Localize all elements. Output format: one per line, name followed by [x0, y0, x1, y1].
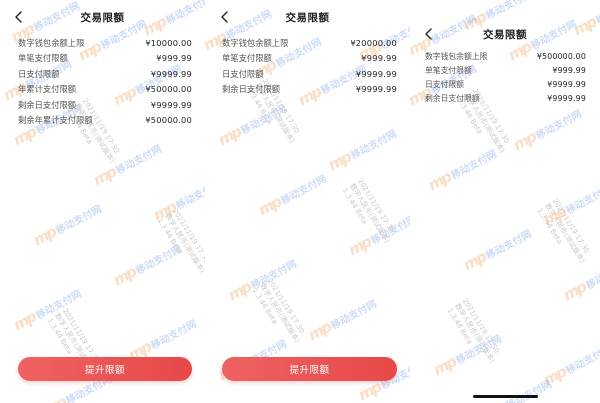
- row-label: 日支付限额: [18, 68, 60, 79]
- row-label: 年累计支付限额: [18, 84, 77, 95]
- limit-row-daily-payment: 日支付限额 ¥9999.99: [222, 66, 397, 82]
- back-button[interactable]: [10, 9, 26, 25]
- row-label: 单笔支付限额: [222, 53, 272, 64]
- chevron-left-icon: [14, 11, 22, 23]
- row-value: ¥50000.00: [145, 115, 192, 126]
- limit-row-single-payment: 单笔支付限额 ¥999.99: [425, 63, 586, 77]
- limits-list: 数字钱包余额上限 ¥10000.00 单笔支付限额 ¥999.99 日支付限额 ¥99…: [0, 35, 205, 128]
- limit-row-daily-payment: 日支付限额 ¥9999.99: [425, 77, 586, 91]
- row-value: ¥999.99: [361, 53, 397, 64]
- row-label: 单笔支付限额: [18, 53, 68, 64]
- back-button[interactable]: [420, 26, 436, 42]
- row-label: 剩余年累计支付限额: [18, 115, 93, 126]
- limit-row-annual-payment: 年累计支付限额 ¥50000.00: [18, 82, 192, 98]
- limit-row-remaining-annual: 剩余年累计支付限额 ¥50000.00: [18, 113, 192, 129]
- row-label: 数字钱包余额上限: [18, 37, 85, 48]
- row-value: ¥10000.00: [145, 37, 192, 48]
- page-title: 交易限额: [483, 28, 527, 41]
- row-value: ¥9999.99: [150, 99, 192, 110]
- row-label: 剩余日支付限额: [425, 93, 480, 103]
- row-value: ¥999.99: [156, 53, 192, 64]
- row-value: ¥9999.99: [150, 68, 192, 79]
- nav-header: 交易限额: [205, 7, 410, 27]
- limit-row-wallet-balance-cap: 数字钱包余额上限 ¥20000.00: [222, 35, 397, 51]
- nav-header: 交易限额: [0, 7, 205, 27]
- back-button[interactable]: [216, 9, 232, 25]
- home-indicator[interactable]: [473, 395, 538, 398]
- row-value: ¥50000.00: [145, 84, 192, 95]
- row-label: 日支付限额: [222, 68, 264, 79]
- limits-list: 数字钱包余额上限 ¥20000.00 单笔支付限额 ¥999.99 日支付限额 ¥99…: [205, 35, 410, 97]
- limit-row-remaining-daily: 剩余日支付限额 ¥9999.99: [18, 97, 192, 113]
- row-label: 剩余日支付限额: [222, 84, 281, 95]
- raise-limit-button[interactable]: 提升限额: [222, 357, 397, 381]
- limit-row-daily-payment: 日支付限额 ¥9999.99: [18, 66, 192, 82]
- row-value: ¥20000.00: [350, 37, 397, 48]
- row-label: 数字钱包余额上限: [222, 37, 289, 48]
- limit-row-remaining-daily: 剩余日支付限额 ¥9999.99: [425, 91, 586, 105]
- chevron-left-icon: [424, 28, 432, 40]
- row-value: ¥9999.99: [355, 68, 397, 79]
- row-value: ¥9999.99: [547, 79, 586, 89]
- page-title: 交易限额: [285, 11, 330, 24]
- row-value: ¥9999.99: [547, 93, 586, 103]
- row-value: ¥500000.00: [536, 51, 586, 61]
- row-value: ¥9999.99: [355, 84, 397, 95]
- limit-row-single-payment: 单笔支付限额 ¥999.99: [222, 51, 397, 67]
- chevron-left-icon: [220, 11, 228, 23]
- row-label: 数字钱包余额上限: [425, 51, 488, 61]
- limit-row-single-payment: 单笔支付限额 ¥999.99: [18, 51, 192, 67]
- row-label: 单笔支付限额: [425, 65, 472, 75]
- raise-limit-button[interactable]: 提升限额: [18, 357, 192, 381]
- limits-list: 数字钱包余额上限 ¥500000.00 单笔支付限额 ¥999.99 日支付限额 ¥9…: [410, 49, 600, 105]
- row-value: ¥999.99: [552, 65, 586, 75]
- limit-row-wallet-balance-cap: 数字钱包余额上限 ¥500000.00: [425, 49, 586, 63]
- nav-header: 交易限额: [410, 24, 600, 44]
- limit-row-wallet-balance-cap: 数字钱包余额上限 ¥10000.00: [18, 35, 192, 51]
- row-label: 日支付限额: [425, 79, 464, 89]
- page-title: 交易限额: [80, 11, 125, 24]
- row-label: 剩余日支付限额: [18, 99, 77, 110]
- limit-row-remaining-daily: 剩余日支付限额 ¥9999.99: [222, 82, 397, 98]
